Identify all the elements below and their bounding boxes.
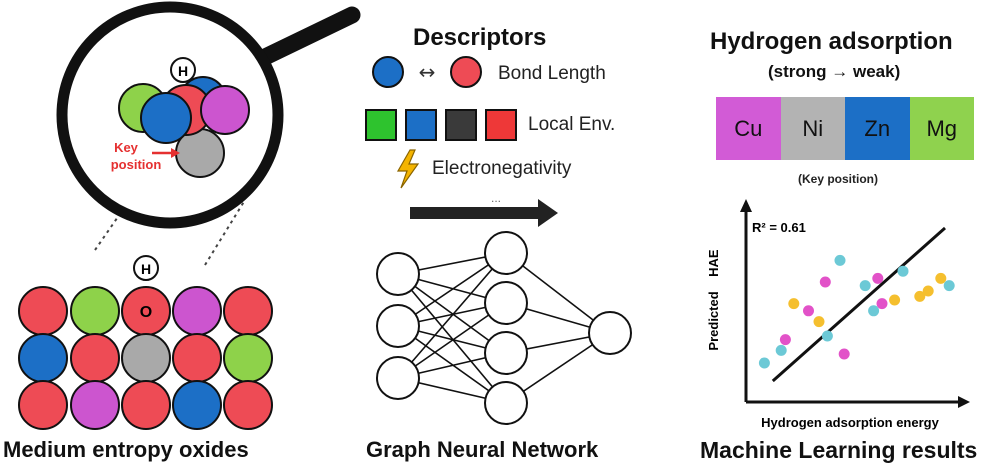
- surface-atom-red: [223, 286, 273, 336]
- surface-atom-red: [223, 380, 273, 430]
- chart-x-axis-arrow: [958, 396, 970, 408]
- data-point: [838, 348, 850, 360]
- electronegativity-label: Electronegativity: [432, 158, 572, 179]
- bond-atom-red: [450, 56, 482, 88]
- surface-atom-green: [70, 286, 120, 336]
- env-square-blue: [405, 109, 437, 141]
- zoom-atom-magenta: [200, 85, 250, 135]
- element-cell-ni: Ni: [780, 97, 845, 160]
- data-point: [834, 254, 846, 266]
- nn-node-layer-1: [484, 281, 528, 325]
- data-point: [935, 272, 947, 284]
- zoom-h-label: H: [178, 63, 188, 79]
- data-point: [788, 298, 800, 310]
- nn-node-layer-1: [484, 381, 528, 425]
- bond-length-label: Bond Length: [498, 63, 606, 84]
- nn-node-layer-1: [484, 231, 528, 275]
- data-point: [779, 334, 791, 346]
- surface-atom-green: [223, 333, 273, 383]
- nn-edge: [397, 252, 507, 379]
- flow-arrow-shaft: [410, 207, 538, 219]
- data-point: [868, 305, 880, 317]
- surface-atom-red: [121, 380, 171, 430]
- magnifier-handle: [256, 6, 361, 66]
- data-point: [876, 298, 888, 310]
- zoom-hydrogen-atom: [170, 57, 196, 83]
- descriptors-title: Descriptors: [413, 24, 547, 51]
- surface-atom-red: [172, 333, 222, 383]
- data-point: [914, 290, 926, 302]
- bond-atom-blue: [372, 56, 404, 88]
- data-point: [872, 272, 884, 284]
- surface-atom-blue: [18, 333, 68, 383]
- env-square-green: [365, 109, 397, 141]
- surface-atom-blue: [172, 380, 222, 430]
- surface-atom-magenta: [70, 380, 120, 430]
- nn-edge: [397, 273, 507, 354]
- data-point: [922, 285, 934, 297]
- nn-node-layer-0: [376, 304, 420, 348]
- surface-atom-red: [70, 333, 120, 383]
- surface-h-label: H: [141, 261, 151, 277]
- key-position-arrowhead: [171, 148, 180, 158]
- element-cell-zn: Zn: [845, 97, 910, 160]
- middle-caption: Graph Neural Network: [366, 437, 599, 462]
- data-point: [803, 305, 814, 317]
- surface-atom-magenta: [172, 286, 222, 336]
- left-caption: Medium entropy oxides: [3, 437, 249, 462]
- chart-x-label: Hydrogen adsorption energy: [761, 415, 939, 430]
- surface-atom-gray: [121, 333, 171, 383]
- r-squared-annotation: R² = 0.61: [752, 220, 806, 235]
- data-point: [897, 265, 909, 277]
- data-point: [821, 330, 833, 342]
- data-point: [758, 357, 770, 369]
- env-square-dark: [445, 109, 477, 141]
- lightning-icon: [396, 149, 420, 189]
- right-caption: Machine Learning results: [700, 437, 978, 463]
- oxide-surface: [18, 286, 273, 430]
- flow-arrow-dots: ...: [491, 191, 501, 205]
- neural-network: [376, 231, 632, 425]
- adsorption-title: Hydrogen adsorption: [710, 28, 953, 55]
- adsorption-subtitle: (strong → weak): [768, 62, 901, 81]
- element-ranking-bar: Cu Ni Zn Mg: [716, 97, 974, 160]
- nn-node-layer-2: [588, 311, 632, 355]
- key-position-note: (Key position): [798, 172, 878, 186]
- nn-node-layer-1: [484, 331, 528, 375]
- data-point: [813, 316, 825, 328]
- nn-node-layer-0: [376, 252, 420, 296]
- surface-o-label: O: [140, 304, 152, 321]
- surface-atom-red: [18, 380, 68, 430]
- projection-line-right: [204, 199, 246, 266]
- flow-arrow-head: [538, 199, 558, 227]
- element-cell-mg: Mg: [909, 97, 974, 160]
- data-point: [819, 276, 831, 288]
- nn-edge: [397, 325, 507, 404]
- bond-arrow-icon: ↔: [419, 60, 436, 84]
- chart-y-label: Predicted HAE: [706, 249, 721, 350]
- local-env-label: Local Env.: [528, 114, 616, 135]
- surface-atom-red: [18, 286, 68, 336]
- key-label-line1: Key: [114, 140, 139, 155]
- fit-line: [771, 226, 946, 383]
- data-point: [775, 344, 787, 356]
- nn-edge: [397, 273, 507, 404]
- surface-hydrogen-atom: [133, 255, 159, 281]
- data-point: [889, 294, 901, 306]
- chart-y-axis-arrow: [740, 199, 752, 212]
- env-square-red: [485, 109, 517, 141]
- element-cell-cu: Cu: [716, 97, 781, 160]
- zoom-cluster: H Key position: [111, 57, 250, 178]
- key-label-line2: position: [111, 157, 162, 172]
- zoom-atom-blue-front: [140, 92, 192, 144]
- nn-node-layer-0: [376, 356, 420, 400]
- scatter-chart: R² = 0.61 Hydrogen adsorption energy Pre…: [706, 199, 970, 430]
- data-point: [943, 280, 955, 292]
- data-point: [859, 280, 871, 292]
